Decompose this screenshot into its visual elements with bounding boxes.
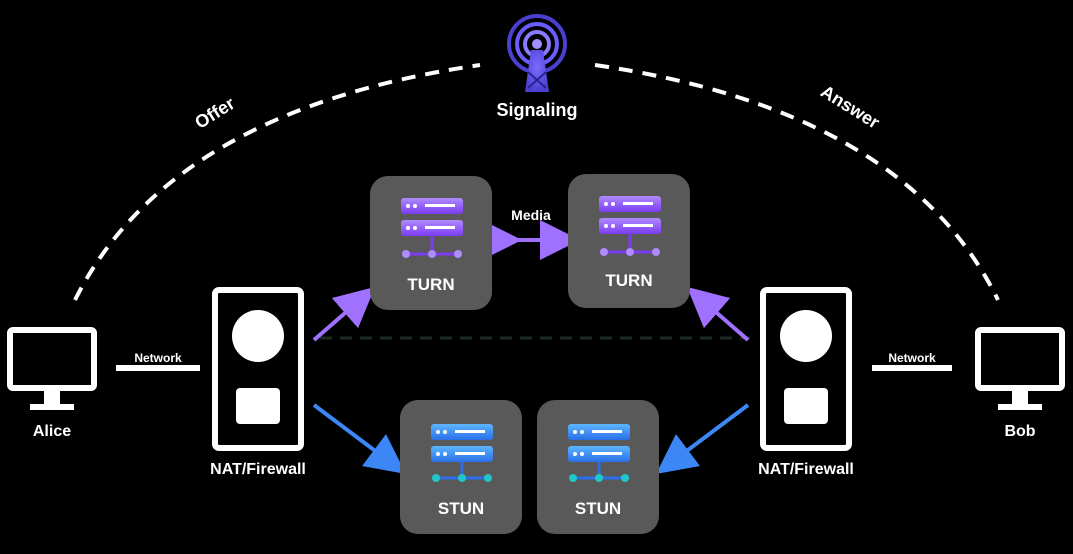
- turn-label-right: TURN: [605, 271, 652, 290]
- turn-server-icon: [599, 196, 661, 256]
- signaling-label: Signaling: [497, 100, 578, 120]
- signal-arc-left: [73, 63, 481, 301]
- right-nat-label: NAT/Firewall: [758, 461, 854, 478]
- left-local-label: Network: [134, 351, 182, 365]
- right-local-label: Network: [888, 351, 936, 365]
- stun-label-left: STUN: [438, 499, 484, 518]
- signal-tower-icon: [507, 14, 567, 92]
- stun-server-icon: [568, 424, 630, 482]
- left-monitor-icon: [7, 327, 97, 410]
- right-turn-arrow: [686, 286, 750, 342]
- turn-label-left: TURN: [407, 275, 454, 294]
- left-signal-label: Offer: [191, 93, 238, 133]
- turn-relay-label: Media: [511, 207, 551, 223]
- turn-server-icon: [401, 198, 463, 258]
- left-nat-label: NAT/Firewall: [210, 461, 306, 478]
- left-peer-label: Alice: [33, 423, 71, 440]
- left-stun-arrow: [312, 403, 406, 474]
- right-nat-panel: [760, 287, 852, 451]
- stun-label-right: STUN: [575, 499, 621, 518]
- stun-server-left: STUN: [400, 400, 522, 534]
- right-monitor-icon: [975, 327, 1065, 410]
- right-stun-arrow: [656, 403, 750, 474]
- left-turn-arrow: [312, 286, 376, 342]
- right-peer-label: Bob: [1004, 423, 1035, 440]
- left-nat-panel: [212, 287, 304, 451]
- stun-server-right: STUN: [537, 400, 659, 534]
- signal-arc-right: [594, 63, 1000, 301]
- stun-server-icon: [431, 424, 493, 482]
- turn-server-left: TURN: [370, 176, 492, 310]
- turn-server-right: TURN: [568, 174, 690, 308]
- right-signal-label: Answer: [817, 81, 883, 132]
